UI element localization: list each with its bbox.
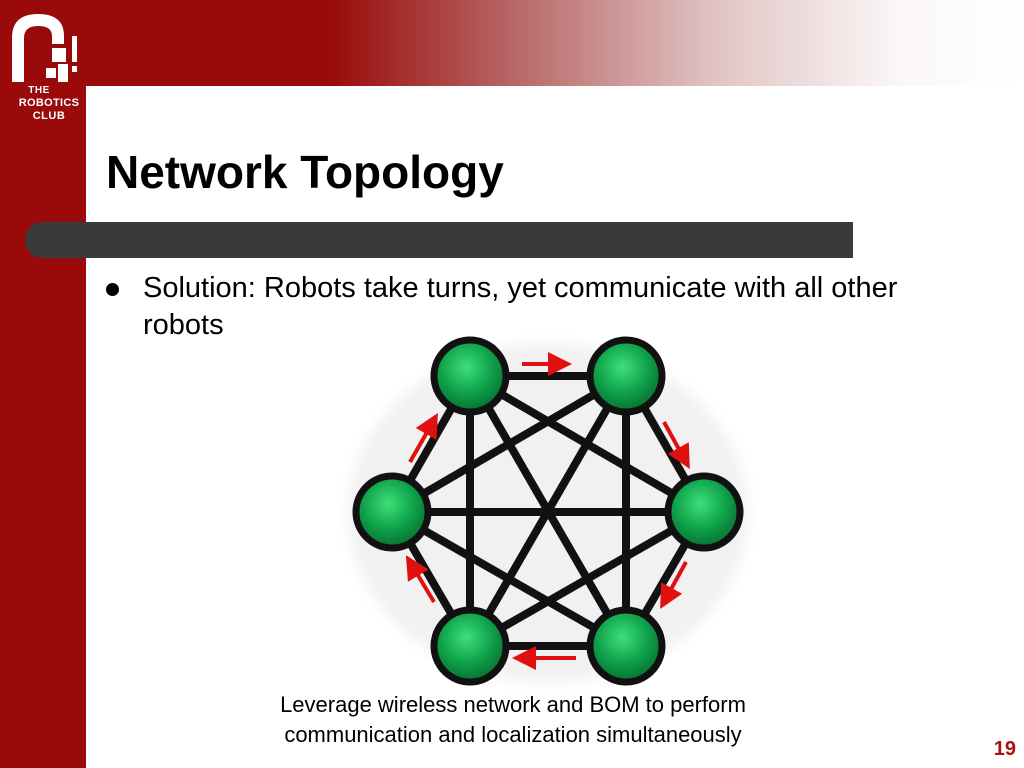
turn-arrow-2: [662, 421, 690, 470]
turn-arrow-3: [660, 561, 688, 610]
caption-line-2: communication and localization simultane…: [284, 722, 742, 747]
side-band: [0, 0, 86, 768]
caption-line-1: Leverage wireless network and BOM to per…: [280, 692, 746, 717]
robot-node-5: [430, 606, 510, 686]
robot-node-4: [586, 606, 666, 686]
slide-number: 19: [993, 738, 1016, 760]
turn-arrow-5: [405, 555, 436, 604]
fully-connected-network-graphic: [348, 336, 748, 686]
logo-text-club: CLUB: [32, 110, 66, 122]
turn-arrow-6: [408, 413, 438, 463]
robot-node-2: [586, 336, 666, 416]
title-divider-bar: [25, 222, 853, 258]
slide-title: Network Topology: [106, 146, 504, 198]
robot-node-6: [352, 472, 432, 552]
logo-text-the: THE: [28, 85, 50, 96]
top-banner: [0, 0, 1024, 86]
bullet-dot-icon: [106, 283, 119, 296]
robotics-club-logo: THE ROBOTICS CLUB: [6, 8, 82, 122]
logo-mark-icon: [12, 14, 77, 82]
diagram-caption: Leverage wireless network and BOM to per…: [213, 690, 813, 750]
bullet-text: Solution: Robots take turns, yet communi…: [143, 272, 898, 341]
network-topology-diagram: [330, 328, 770, 698]
robot-node-1: [430, 336, 510, 416]
robot-node-3: [664, 472, 744, 552]
logo-text-robotics: ROBOTICS: [18, 97, 80, 109]
